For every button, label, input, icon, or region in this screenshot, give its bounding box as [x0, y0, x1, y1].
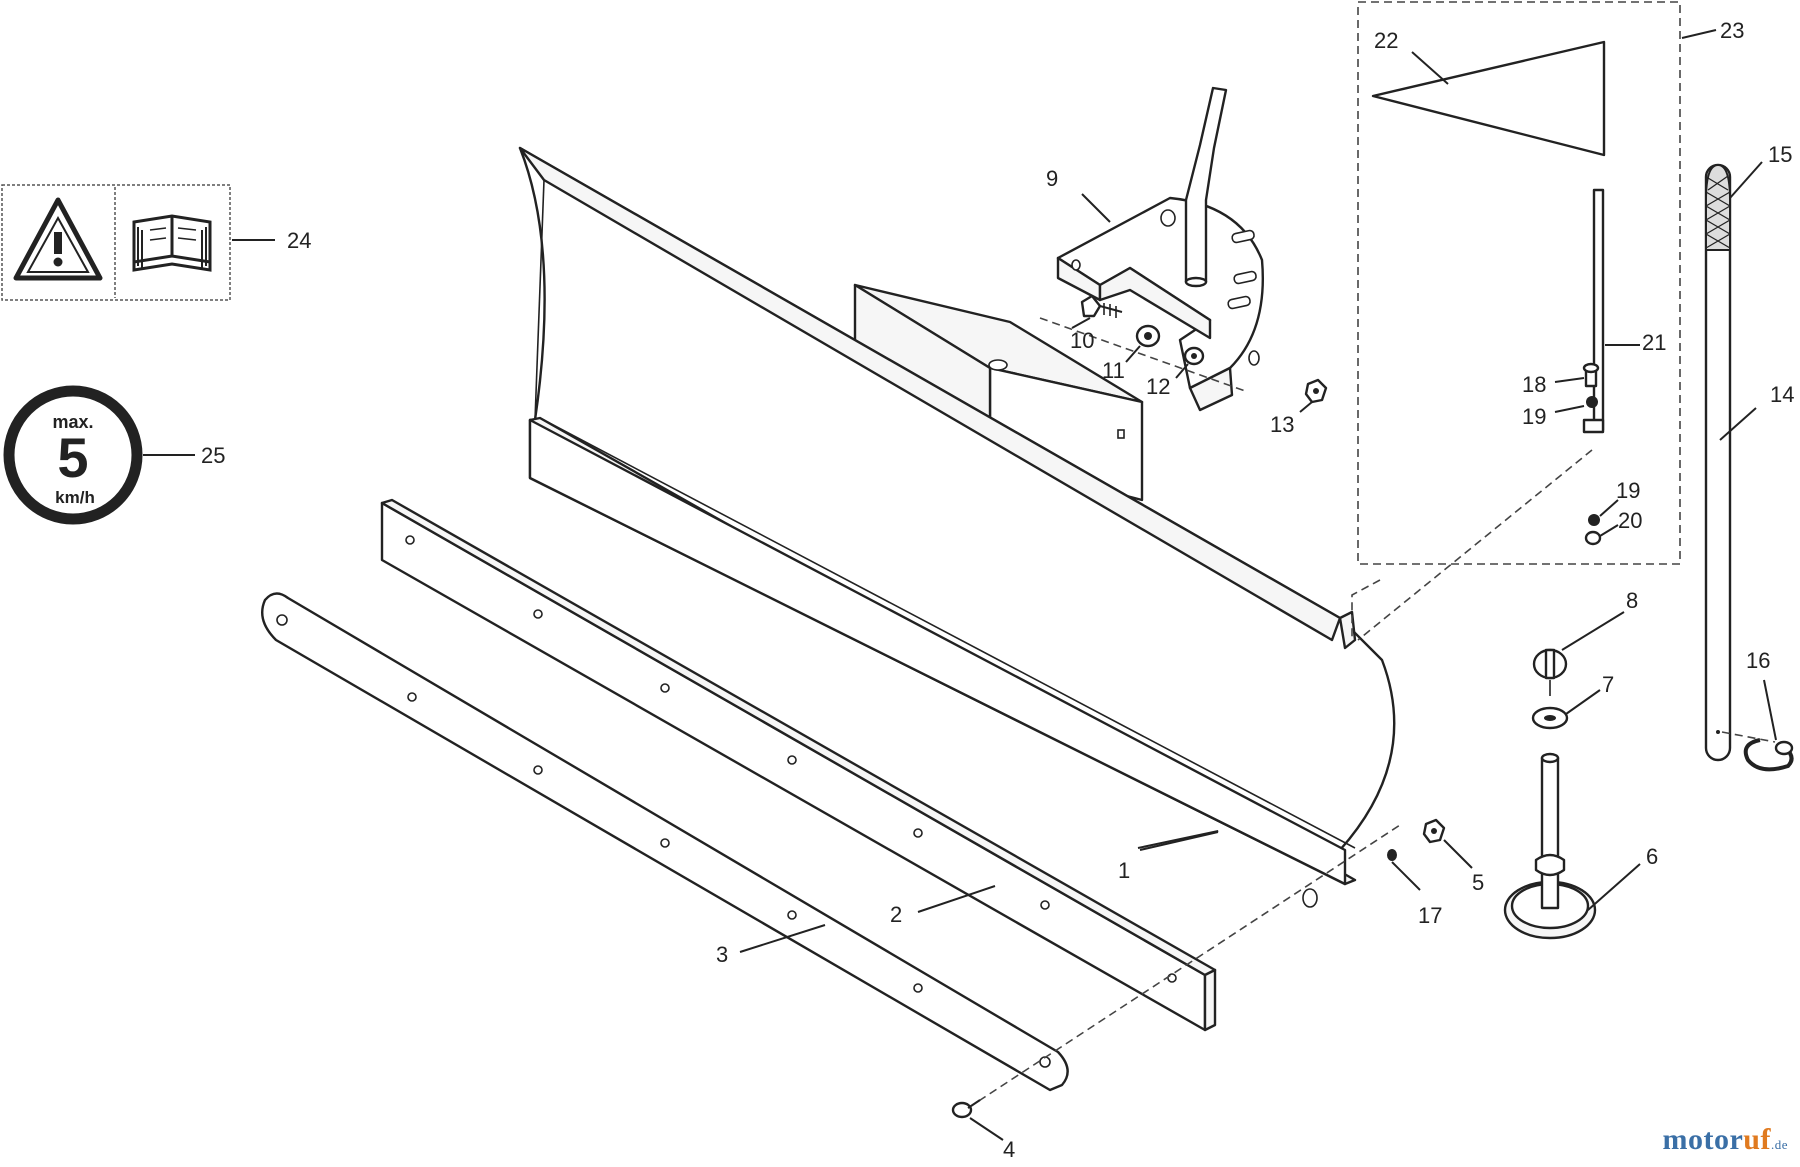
hex-nut	[1422, 818, 1446, 844]
pole-clip	[1721, 731, 1794, 772]
flag-lock-washer-lower	[1588, 514, 1600, 526]
speed-sign-top: max.	[52, 412, 93, 432]
lock-washer	[1387, 849, 1397, 861]
callout-14: 14	[1770, 382, 1794, 407]
callout-4: 4	[1003, 1137, 1015, 1162]
warning-triangle-icon	[13, 197, 103, 281]
warning-label-decal	[1, 184, 231, 301]
wear-strip	[380, 498, 1217, 1032]
callout-16: 16	[1746, 648, 1770, 673]
plow-blade	[518, 146, 1396, 908]
pivot-bracket	[1056, 196, 1264, 412]
callout-8: 8	[1626, 588, 1638, 613]
callout-7: 7	[1602, 672, 1614, 697]
carriage-bolt	[951, 1099, 981, 1119]
shoe-lynch-pin	[1532, 648, 1568, 696]
speed-sign-value: 5	[57, 426, 88, 489]
site-watermark: motoruf.de	[1662, 1123, 1788, 1157]
lift-handle	[1184, 86, 1228, 288]
callout-23: 23	[1720, 18, 1744, 43]
spacer-bushing	[1183, 346, 1205, 366]
callout-1: 1	[1118, 858, 1130, 883]
wear-strip-holes	[405, 535, 1177, 983]
open-book-icon	[132, 214, 212, 272]
flag-rod	[1582, 188, 1605, 434]
callout-12: 12	[1146, 374, 1170, 399]
callout-19-upper: 19	[1522, 404, 1546, 429]
callout-9: 9	[1046, 166, 1058, 191]
marker-pole	[1704, 163, 1732, 762]
callout-24: 24	[287, 228, 311, 253]
callout-6: 6	[1646, 844, 1658, 869]
callout-25: 25	[201, 443, 225, 468]
flag-nut	[1584, 530, 1602, 546]
flat-washer	[1135, 324, 1161, 348]
callout-11: 11	[1102, 358, 1125, 383]
callout-13: 13	[1270, 412, 1294, 437]
skid-strip	[261, 592, 1069, 1092]
speed-sign-unit: km/h	[55, 488, 95, 507]
callout-5: 5	[1472, 870, 1484, 895]
callout-20: 20	[1618, 508, 1642, 533]
skid-shoe	[1503, 752, 1597, 940]
pole-grip	[1705, 163, 1731, 251]
flag-kit-outline	[1357, 1, 1681, 565]
shoe-washer	[1531, 706, 1569, 730]
flag-bolt	[1582, 362, 1600, 388]
watermark-accent: uf	[1743, 1123, 1771, 1156]
callout-3: 3	[716, 942, 728, 967]
callout-18: 18	[1522, 372, 1546, 397]
pennant-flag	[1371, 40, 1606, 157]
callout-10: 10	[1070, 328, 1094, 353]
flag-lock-washer-upper	[1586, 396, 1598, 408]
callout-19-lower: 19	[1616, 478, 1640, 503]
callout-22: 22	[1374, 28, 1398, 53]
callout-17: 17	[1418, 903, 1442, 928]
callout-15: 15	[1768, 142, 1792, 167]
watermark-tld: .de	[1770, 1137, 1788, 1152]
callout-21: 21	[1642, 330, 1666, 355]
bracket-bolt	[1080, 294, 1123, 318]
callout-2: 2	[890, 902, 902, 927]
bracket-nut	[1304, 378, 1328, 404]
watermark-main: motor	[1662, 1123, 1744, 1156]
speed-limit-decal: max. 5 km/h	[3, 385, 143, 525]
